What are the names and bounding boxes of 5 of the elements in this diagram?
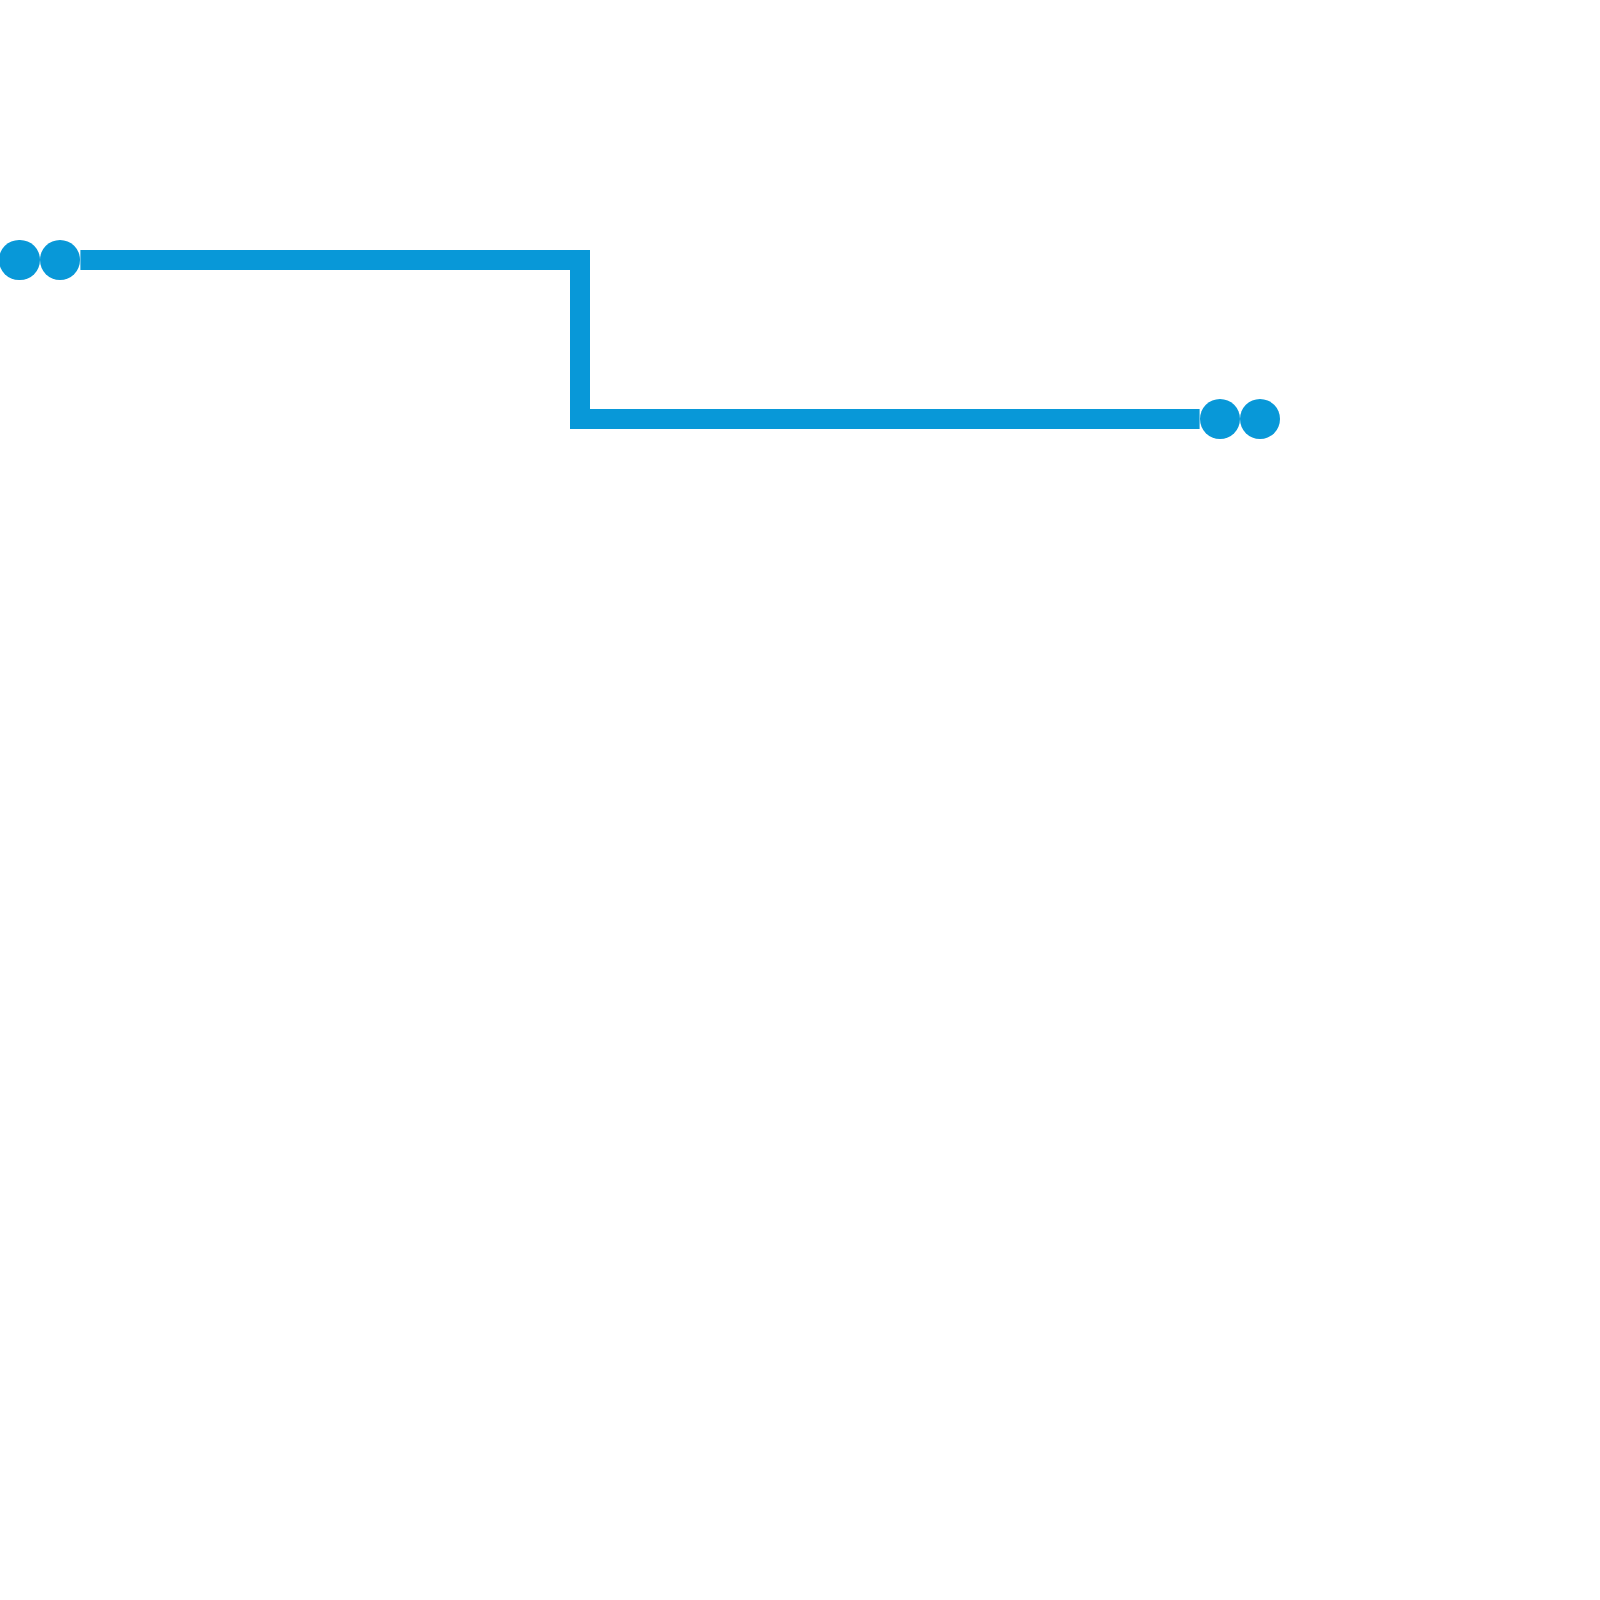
dot [1239,398,1281,440]
dot [39,239,81,281]
connector-line [80,250,1200,429]
dot [1199,398,1241,440]
dot [0,239,40,281]
